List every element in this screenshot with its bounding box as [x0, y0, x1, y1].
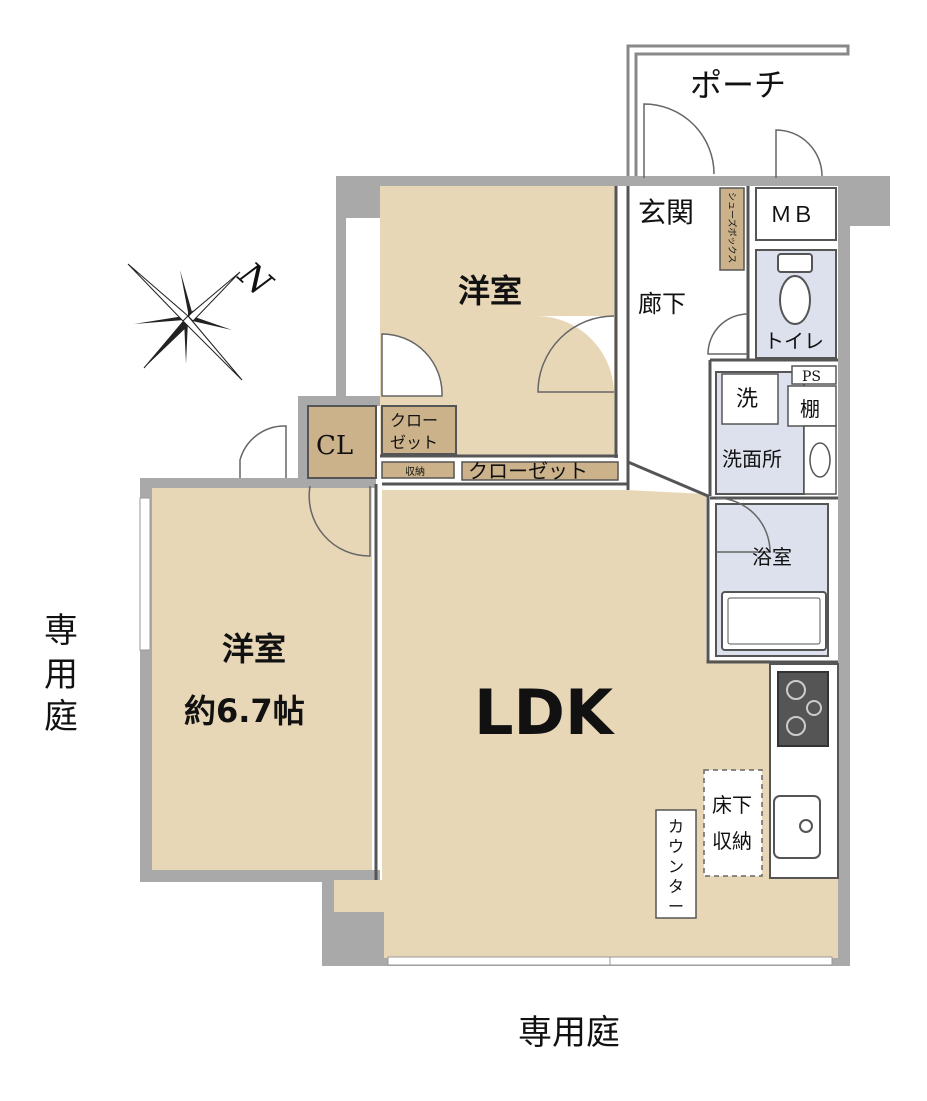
western-room-left-size: 約6.7帖	[184, 692, 305, 730]
western-room-left-label: 洋室	[222, 630, 286, 668]
underfloor-storage	[703, 769, 763, 877]
counter-box	[655, 809, 697, 919]
western-room-left-floor	[152, 488, 372, 870]
ps-label: PS	[802, 369, 821, 385]
toilet-label: トイレ	[764, 329, 824, 353]
doors	[239, 103, 823, 557]
closet-wide-label: クローゼット	[468, 459, 588, 483]
svg-text:カ: カ	[668, 817, 684, 836]
cl-floor	[307, 405, 377, 479]
garden-bottom-label: 専用庭	[518, 1013, 620, 1053]
toilet-fixture	[777, 253, 813, 325]
stove	[777, 671, 829, 747]
svg-text:ウ: ウ	[668, 837, 684, 856]
underfloor-label-2: 収納	[712, 829, 752, 853]
kitchen-sink	[773, 795, 821, 859]
ps-box	[791, 365, 837, 385]
left-window	[139, 497, 151, 651]
counter-label: カ ウ ン タ ー	[668, 817, 684, 916]
storage-label: 収納	[405, 465, 425, 478]
hallway-label: 廊下	[638, 290, 686, 318]
porch-label: ポーチ	[690, 66, 786, 104]
cl-label: CL	[316, 431, 353, 461]
closet-small-label-2: ゼット	[390, 433, 438, 452]
svg-text:ー: ー	[668, 897, 684, 916]
washer-label: 洗	[736, 387, 758, 412]
washer-box	[721, 373, 779, 425]
closet-small-label-1: クロー	[390, 411, 438, 430]
svg-text:ン: ン	[668, 857, 684, 876]
storage-floor	[381, 461, 455, 479]
closet-small-floor	[381, 405, 457, 455]
garden-left-label: 専 用 庭	[44, 611, 78, 737]
porch-outline	[626, 44, 850, 178]
svg-text:専: 専	[44, 611, 78, 651]
shoe-box-label: シューズボックス	[726, 192, 738, 263]
svg-text:庭: 庭	[44, 697, 78, 737]
shelf-label: 棚	[800, 397, 820, 421]
svg-text:用: 用	[44, 655, 78, 695]
compass-north-label: N	[230, 254, 281, 305]
underfloor-label-1: 床下	[712, 793, 752, 817]
western-room-top-label: 洋室	[458, 272, 522, 310]
partitions	[374, 186, 838, 880]
compass-icon	[127, 263, 243, 381]
bathtub	[721, 591, 827, 651]
shoe-box-floor	[719, 187, 745, 271]
ldk-label: LDK	[474, 676, 615, 749]
bathroom-label: 浴室	[752, 545, 792, 569]
entrance-label: 玄関	[638, 196, 694, 229]
basin-bowl	[809, 442, 831, 478]
svg-text:タ: タ	[668, 877, 684, 896]
washroom-label: 洗面所	[722, 447, 782, 471]
mb-label: ＭＢ	[770, 203, 814, 228]
mb-box	[755, 187, 837, 241]
closet-wide-floor	[461, 461, 619, 481]
